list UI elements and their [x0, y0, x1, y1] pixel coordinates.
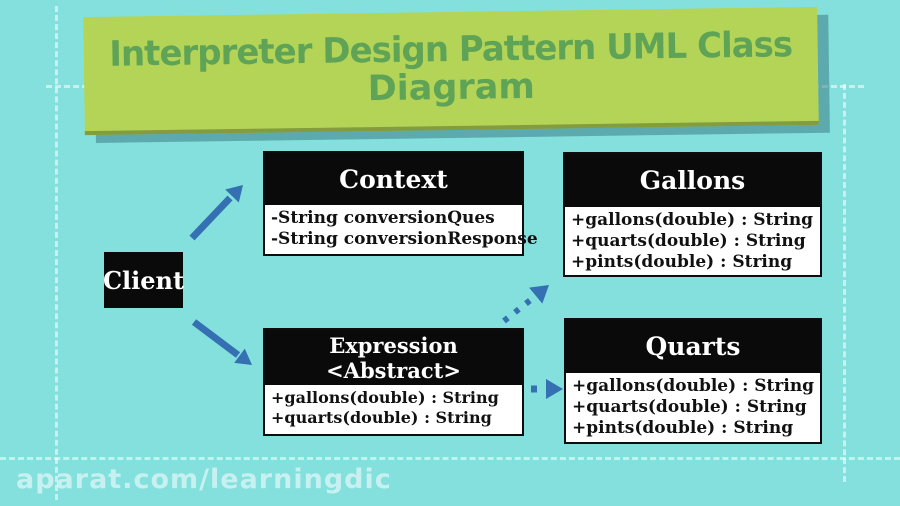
class-members-expression: +gallons(double) : String +quarts(double… — [265, 385, 522, 428]
class-name-client: Client — [102, 265, 185, 295]
class-header-gallons: Gallons — [565, 154, 820, 207]
class-header-context: Context — [265, 153, 522, 205]
class-member: +gallons(double) : String — [572, 376, 815, 396]
class-stereotype-expression: <Abstract> — [326, 357, 461, 383]
class-name-expression: Expression — [329, 332, 458, 358]
class-member: +gallons(double) : String — [571, 210, 814, 230]
uml-class-expression: Expression <Abstract> +gallons(double) :… — [263, 328, 524, 436]
class-member: +quarts(double) : String — [271, 408, 492, 427]
class-member: +gallons(double) : String — [271, 388, 499, 407]
arrow-expression-to-gallons — [502, 295, 535, 324]
class-member: +pints(double) : String — [572, 418, 794, 438]
page-title-line1: Interpreter Design Pattern UML Class — [108, 24, 793, 75]
arrowhead-expression-to-quarts — [546, 379, 563, 399]
uml-class-quarts: Quarts +gallons(double) : String +quarts… — [564, 318, 822, 444]
class-members-gallons: +gallons(double) : String +quarts(double… — [565, 207, 820, 273]
class-member: -String conversionQues — [271, 208, 495, 228]
class-member: +quarts(double) : String — [571, 231, 806, 251]
arrowhead-client-to-expression — [234, 348, 252, 365]
class-header-expression: Expression <Abstract> — [265, 330, 522, 385]
class-name-gallons: Gallons — [639, 166, 746, 195]
uml-class-client: Client — [102, 252, 185, 308]
class-member: -String conversionResponse — [271, 229, 538, 249]
class-name-quarts: Quarts — [645, 332, 741, 361]
arrow-client-to-context — [189, 195, 233, 241]
class-members-context: -String conversionQues -String conversio… — [265, 205, 538, 250]
class-name-context: Context — [339, 164, 448, 194]
arrow-client-to-expression — [191, 319, 241, 358]
title-banner: Interpreter Design Pattern UML Class Dia… — [83, 6, 819, 136]
uml-class-context: Context -String conversionQues -String c… — [263, 151, 538, 256]
class-member: +quarts(double) : String — [572, 397, 807, 417]
arrowhead-client-to-context — [225, 185, 243, 203]
class-header-quarts: Quarts — [566, 320, 820, 373]
arrowhead-expression-to-gallons — [529, 285, 549, 304]
dashed-border-left — [55, 6, 58, 500]
class-member: +pints(double) : String — [571, 252, 793, 272]
class-members-quarts: +gallons(double) : String +quarts(double… — [566, 373, 820, 439]
uml-class-gallons: Gallons +gallons(double) : String +quart… — [563, 152, 822, 277]
page-title-line2: Diagram — [367, 66, 536, 110]
watermark-url: aparat.com/learningdic — [16, 464, 392, 495]
dashed-border-bottom — [0, 457, 900, 460]
dashed-border-right — [843, 84, 846, 482]
